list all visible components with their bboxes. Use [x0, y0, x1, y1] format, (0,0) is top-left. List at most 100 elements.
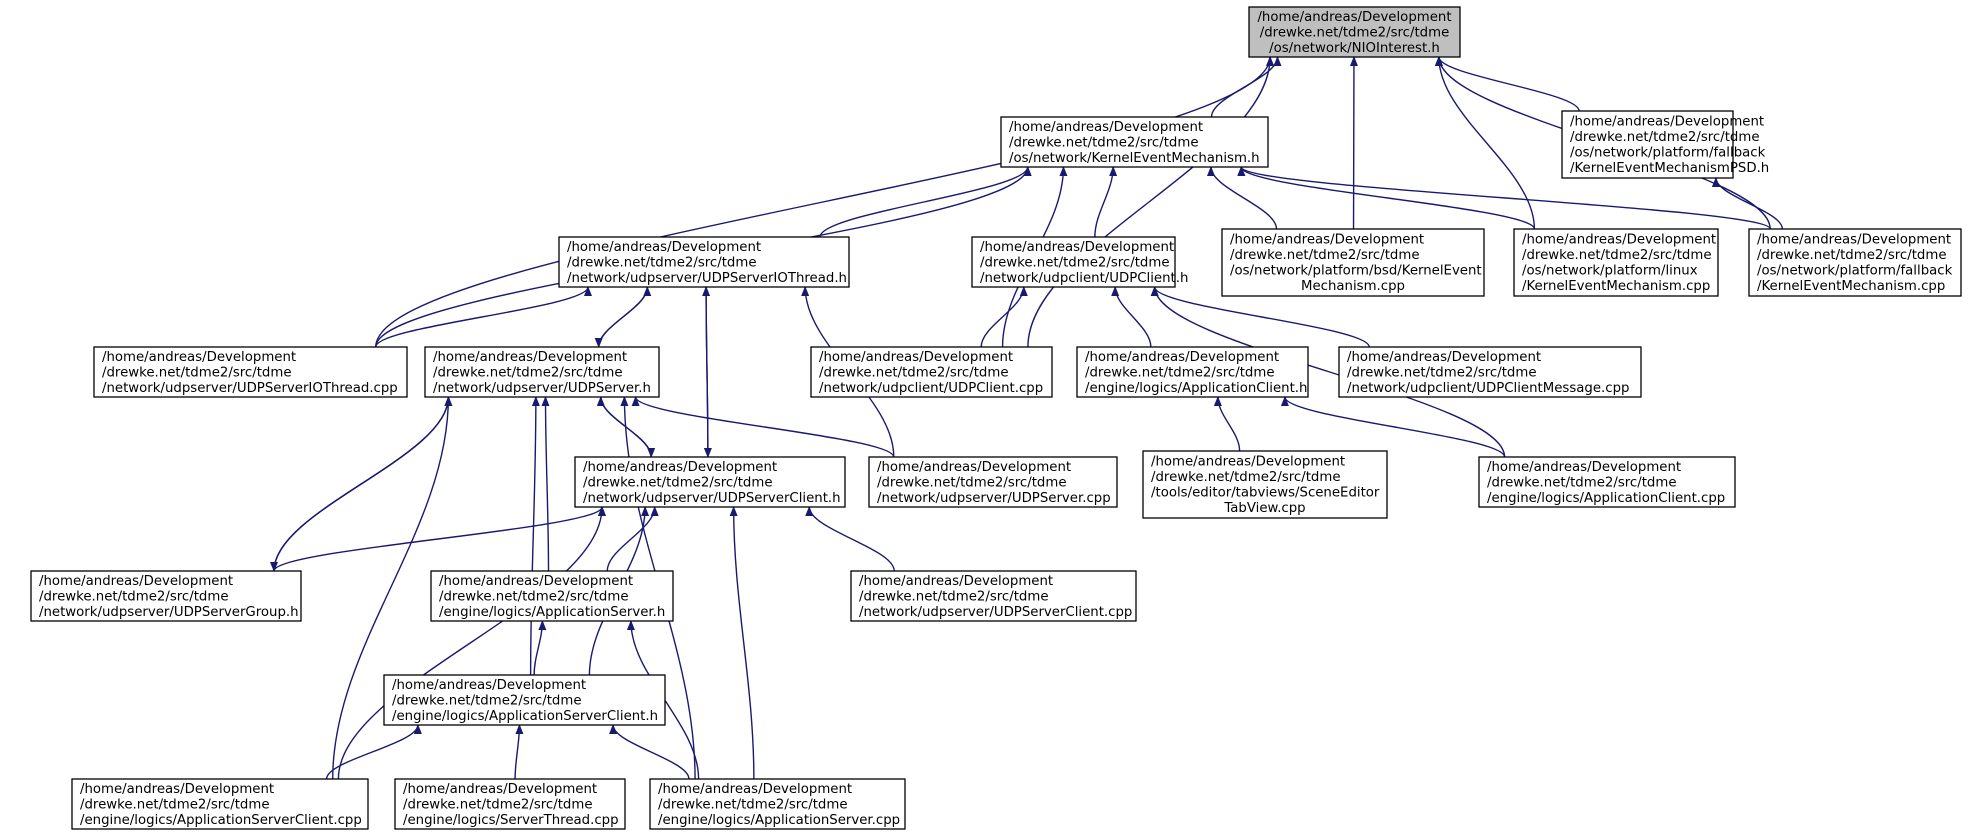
node-label-line: /KernelEventMechanism.cpp: [1522, 279, 1710, 294]
node-label-line: /network/udpclient/UDPClient.h: [980, 271, 1188, 286]
edge-appserver_h-to-udpserver_h: [541, 396, 550, 572]
node-box: [1248, 6, 1461, 58]
node-fallback_kem_cpp[interactable]: /home/andreas/Development/drewke.net/tdm…: [1748, 228, 1962, 297]
node-label-line: /home/andreas/Development: [1151, 455, 1345, 470]
node-label-line: /drewke.net/tdme2/src/tdme: [877, 475, 1067, 490]
node-label-line: /engine/logics/ApplicationServerClient.c…: [80, 813, 362, 828]
edge-appserverclient_h-to-appserver_h: [533, 620, 547, 676]
node-label-line: /drewke.net/tdme2/src/tdme: [80, 797, 270, 812]
edge-appclient_cpp-to-udpclient_h: [1150, 286, 1506, 458]
node-label-line: /tools/editor/tabviews/SceneEditor: [1151, 486, 1380, 501]
edge-udpclient_cpp-to-udpclient_h: [980, 286, 1028, 348]
node-label-line: /home/andreas/Development: [403, 782, 597, 797]
node-label-line: /home/andreas/Development: [392, 678, 586, 693]
node-udpclient_h[interactable]: /home/andreas/Development/drewke.net/tdm…: [971, 236, 1188, 288]
node-serverthread_cpp[interactable]: /home/andreas/Development/drewke.net/tdm…: [394, 778, 626, 830]
edge-appclient_cpp-to-appclient_h: [1280, 396, 1506, 458]
node-label-line: /drewke.net/tdme2/src/tdme: [658, 797, 848, 812]
edge-appserverclient_cpp-to-udpserver_h: [332, 396, 453, 780]
node-label-line: /drewke.net/tdme2/src/tdme: [1757, 248, 1947, 263]
node-box: [1338, 346, 1642, 398]
node-label-line: /drewke.net/tdme2/src/tdme: [1570, 130, 1760, 145]
node-udpserver_iothread_h[interactable]: /home/andreas/Development/drewke.net/tdm…: [558, 236, 850, 288]
node-label-line: /engine/logics/ApplicationClient.cpp: [1487, 491, 1725, 506]
node-bsd_kem_cpp[interactable]: /home/andreas/Development/drewke.net/tdm…: [1221, 228, 1485, 297]
node-label-line: /drewke.net/tdme2/src/tdme: [583, 475, 773, 490]
edge-bsd_kem_cpp-to-kem_h: [1206, 166, 1278, 230]
node-label-line: /home/andreas/Development: [80, 782, 274, 797]
node-box: [574, 456, 846, 508]
node-udpserverclient_cpp[interactable]: /home/andreas/Development/drewke.net/tdm…: [850, 570, 1137, 622]
node-kem_psd_h[interactable]: /home/andreas/Development/drewke.net/tdm…: [1561, 110, 1769, 179]
node-udpclient_cpp[interactable]: /home/andreas/Development/drewke.net/tdm…: [810, 346, 1053, 398]
node-label-line: /home/andreas/Development: [1230, 233, 1424, 248]
node-udpserver_cpp[interactable]: /home/andreas/Development/drewke.net/tdm…: [868, 456, 1118, 508]
node-appserver_cpp[interactable]: /home/andreas/Development/drewke.net/tdm…: [649, 778, 906, 830]
node-label-line: TabView.cpp: [1223, 501, 1305, 516]
node-label-line: /network/udpserver/UDPServer.h: [433, 381, 651, 396]
node-label-line: /home/andreas/Development: [877, 460, 1071, 475]
node-label-line: /drewke.net/tdme2/src/tdme: [439, 589, 629, 604]
edge-appserver_h-to-udpserverclient_h: [606, 506, 659, 572]
node-box: [430, 570, 674, 622]
node-box: [971, 236, 1176, 288]
node-label-line: /network/udpclient/UDPClientMessage.cpp: [1347, 381, 1629, 396]
node-label-line: /home/andreas/Development: [439, 574, 633, 589]
node-label-line: /os/network/platform/fallback: [1757, 264, 1953, 279]
node-label-line: /network/udpserver/UDPServerGroup.h: [39, 605, 299, 620]
edge-udpserver_h-to-udpservergroup_h: [270, 396, 450, 572]
node-label-line: /home/andreas/Development: [819, 350, 1013, 365]
edge-appserverclient_cpp-to-udpserverclient_h: [337, 506, 606, 780]
node-appserverclient_h[interactable]: /home/andreas/Development/drewke.net/tdm…: [383, 674, 666, 726]
node-linux_kem_cpp[interactable]: /home/andreas/Development/drewke.net/tdm…: [1513, 228, 1719, 297]
node-udpserver_iothread_cpp[interactable]: /home/andreas/Development/drewke.net/tdm…: [93, 346, 408, 398]
node-label-line: /os/network/platform/fallback: [1570, 146, 1766, 161]
edge-kem_psd_h-to-nio: [1434, 56, 1580, 112]
node-udpserverclient_h[interactable]: /home/andreas/Development/drewke.net/tdm…: [574, 456, 846, 508]
node-udpclientmessage_cpp[interactable]: /home/andreas/Development/drewke.net/tdm…: [1338, 346, 1642, 398]
node-label-line: /engine/logics/ApplicationServerClient.h: [392, 709, 658, 724]
node-label-line: /drewke.net/tdme2/src/tdme: [1230, 248, 1420, 263]
node-label-line: /drewke.net/tdme2/src/tdme: [1347, 365, 1537, 380]
node-label-line: /KernelEventMechanism.cpp: [1757, 279, 1945, 294]
node-nio[interactable]: /home/andreas/Development/drewke.net/tdm…: [1248, 6, 1461, 58]
node-udpservergroup_h[interactable]: /home/andreas/Development/drewke.net/tdm…: [30, 570, 302, 622]
node-label-line: /drewke.net/tdme2/src/tdme: [1260, 25, 1450, 40]
node-label-line: /home/andreas/Development: [102, 350, 296, 365]
node-label-line: /drewke.net/tdme2/src/tdme: [1522, 248, 1712, 263]
node-label-line: /drewke.net/tdme2/src/tdme: [819, 365, 1009, 380]
node-box: [93, 346, 408, 398]
node-sceneeditor_cpp[interactable]: /home/andreas/Development/drewke.net/tdm…: [1142, 450, 1388, 519]
node-label-line: /network/udpclient/UDPClient.cpp: [819, 381, 1043, 396]
node-appclient_cpp[interactable]: /home/andreas/Development/drewke.net/tdm…: [1478, 456, 1736, 508]
node-appserverclient_cpp[interactable]: /home/andreas/Development/drewke.net/tdm…: [71, 778, 369, 830]
nodes: /home/andreas/Development/drewke.net/tdm…: [30, 6, 1962, 830]
edge-udpclientmessage_cpp-to-udpclient_h: [1150, 286, 1370, 348]
node-label-line: /home/andreas/Development: [39, 574, 233, 589]
node-label-line: /home/andreas/Development: [658, 782, 852, 797]
node-label-line: /os/network/platform/bsd/KernelEvent: [1230, 264, 1482, 279]
edge-fallback_kem_cpp-to-kem_h: [1237, 166, 1771, 230]
node-label-line: /drewke.net/tdme2/src/tdme: [39, 589, 229, 604]
node-label-line: /home/andreas/Development: [1522, 233, 1716, 248]
node-label-line: /drewke.net/tdme2/src/tdme: [392, 693, 582, 708]
node-box: [1748, 228, 1962, 297]
node-udpserver_h[interactable]: /home/andreas/Development/drewke.net/tdm…: [424, 346, 660, 398]
node-label-line: /drewke.net/tdme2/src/tdme: [859, 589, 1049, 604]
edge-linux_kem_cpp-to-kem_h: [1237, 166, 1536, 230]
node-box: [394, 778, 626, 830]
node-label-line: /engine/logics/ApplicationServer.cpp: [658, 813, 900, 828]
node-label-line: /KernelEventMechanismPSD.h: [1570, 161, 1769, 176]
node-appclient_h[interactable]: /home/andreas/Development/drewke.net/tdm…: [1076, 346, 1309, 398]
node-label-line: /drewke.net/tdme2/src/tdme: [403, 797, 593, 812]
node-kem_h[interactable]: /home/andreas/Development/drewke.net/tdm…: [1000, 116, 1269, 168]
edge-udpserver_iothread_h-to-kem_h: [819, 166, 1032, 238]
node-label-line: /home/andreas/Development: [583, 460, 777, 475]
node-appserver_h[interactable]: /home/andreas/Development/drewke.net/tdm…: [430, 570, 674, 622]
node-label-line: /drewke.net/tdme2/src/tdme: [1085, 365, 1275, 380]
node-label-line: /engine/logics/ApplicationClient.h: [1085, 381, 1307, 396]
node-box: [1561, 110, 1734, 179]
edge-udpserver_iothread_h-to-udpserver_h: [594, 286, 648, 348]
node-label-line: /home/andreas/Development: [859, 574, 1053, 589]
edge-udpclient_h-to-kem_h: [1094, 166, 1118, 238]
